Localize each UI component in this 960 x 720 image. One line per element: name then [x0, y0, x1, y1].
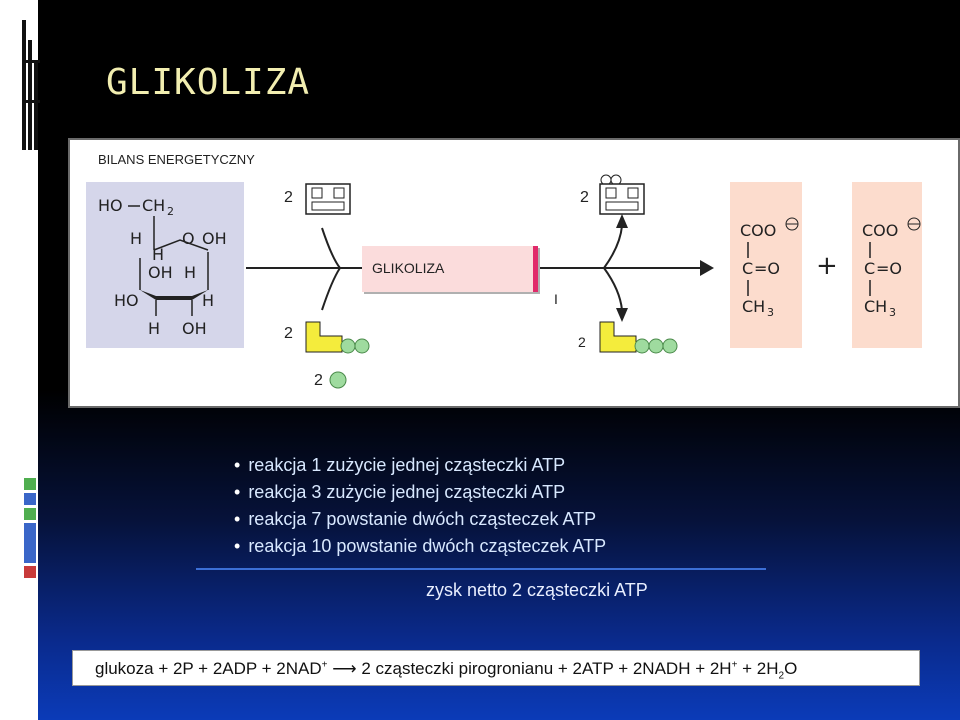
equation-part-1: glukoza + 2P + 2ADP + 2NAD	[95, 659, 322, 678]
energy-balance-panel: BILANS ENERGETYCZNY HO CH 2 O OH H H OH …	[68, 138, 960, 408]
slide-title: GLIKOLIZA	[106, 62, 311, 103]
summary-divider	[196, 568, 766, 570]
equation-sup-2: +	[731, 659, 738, 671]
pyruvate-1-ch3-sub: 3	[767, 306, 774, 319]
atp-out-curve	[603, 267, 623, 311]
glycolysis-process-label: GLIKOLIZA	[372, 260, 445, 276]
list-item: reakcja 1 zużycie jednej cząsteczki ATP	[234, 452, 606, 479]
glucose-oh-2: OH	[148, 263, 173, 282]
atp-arrow-head	[616, 308, 628, 322]
nadh-out-curve	[603, 225, 623, 269]
glucose-h-1: H	[130, 229, 142, 248]
nad-in-curve	[321, 227, 341, 269]
net-gain-summary: zysk netto 2 cząsteczki ATP	[426, 580, 648, 600]
glucose-structure: HO CH 2 O OH H H OH H HO H H OH	[98, 196, 227, 338]
glycolysis-diagram: HO CH 2 O OH H H OH H HO H H OH 2	[86, 174, 922, 389]
glucose-ch2: CH	[142, 196, 165, 215]
phosphate-count-label: 2	[314, 372, 323, 389]
glucose-oh-1: OH	[202, 229, 227, 248]
pyruvate-1-ch3: CH	[742, 297, 765, 316]
nadh-count-label: 2	[580, 189, 589, 206]
nadh-arrow-head	[616, 214, 628, 228]
glucose-ho-bottom: HO	[114, 291, 139, 310]
glucose-h-4: H	[202, 291, 214, 310]
overall-equation: glukoza + 2P + 2ADP + 2NAD+ ⟶ 2 cząstecz…	[72, 650, 920, 686]
atp-icon	[599, 321, 678, 354]
glucose-ho-top: HO	[98, 196, 123, 215]
reaction-bullet-list: reakcja 1 zużycie jednej cząsteczki ATP …	[234, 452, 606, 560]
pyruvate-1-eq-o: =O	[754, 259, 780, 278]
pyruvate-1-background	[730, 182, 802, 348]
plus-sign: +	[816, 251, 838, 281]
pyruvate-2-coo: COO	[862, 221, 898, 240]
glucose-h-2: H	[152, 245, 164, 264]
equation-sup-1: +	[321, 659, 328, 671]
adp-count-label: 2	[284, 325, 293, 342]
glycolysis-process-box: GLIKOLIZA	[362, 246, 538, 292]
pyruvate-2-c: C	[864, 259, 875, 278]
pyruvate-1-coo: COO	[740, 221, 776, 240]
pyruvate-2-structure: COO C =O CH 3	[862, 217, 921, 319]
list-item: reakcja 3 zużycie jednej cząsteczki ATP	[234, 479, 606, 506]
glucose-h-5: H	[148, 319, 160, 338]
decorative-color-marks	[24, 478, 36, 581]
pyruvate-2-background	[852, 182, 922, 348]
pyruvate-2-ch3: CH	[864, 297, 887, 316]
list-item: reakcja 7 powstanie dwóch cząsteczek ATP	[234, 506, 606, 533]
equation-part-2: 2 cząsteczki pirogronianu + 2ATP + 2NADH…	[361, 659, 732, 678]
nadh-icon	[599, 174, 645, 215]
equation-part-3: + 2H	[737, 659, 779, 678]
pyruvate-2-eq-o: =O	[876, 259, 902, 278]
equation-arrow: ⟶	[327, 659, 362, 678]
pyruvate-1-c: C	[742, 259, 753, 278]
glucose-h-3: H	[184, 263, 196, 282]
glucose-o-ring: O	[182, 229, 195, 248]
main-arrow-head	[700, 260, 714, 276]
nad-count-label: 2	[284, 189, 293, 206]
equation-part-4: O	[784, 659, 798, 678]
equation-sub-1: 2	[778, 670, 785, 682]
pyruvate-1-structure: COO C =O CH 3	[740, 217, 799, 319]
atp-count-label: 2	[578, 334, 586, 350]
panel-label: BILANS ENERGETYCZNY	[98, 152, 255, 167]
nad-icon	[305, 183, 351, 215]
adp-icon	[305, 321, 370, 354]
adp-in-curve	[321, 267, 341, 311]
glucose-oh-3: OH	[182, 319, 207, 338]
list-item: reakcja 10 powstanie dwóch cząsteczek AT…	[234, 533, 606, 560]
decorative-grid-mark	[22, 20, 40, 150]
roman-one-label: I	[554, 291, 558, 307]
glucose-ch2-sub: 2	[167, 205, 174, 218]
glucose-background	[86, 182, 244, 348]
phosphate-icon	[329, 371, 347, 389]
pyruvate-2-ch3-sub: 3	[889, 306, 896, 319]
